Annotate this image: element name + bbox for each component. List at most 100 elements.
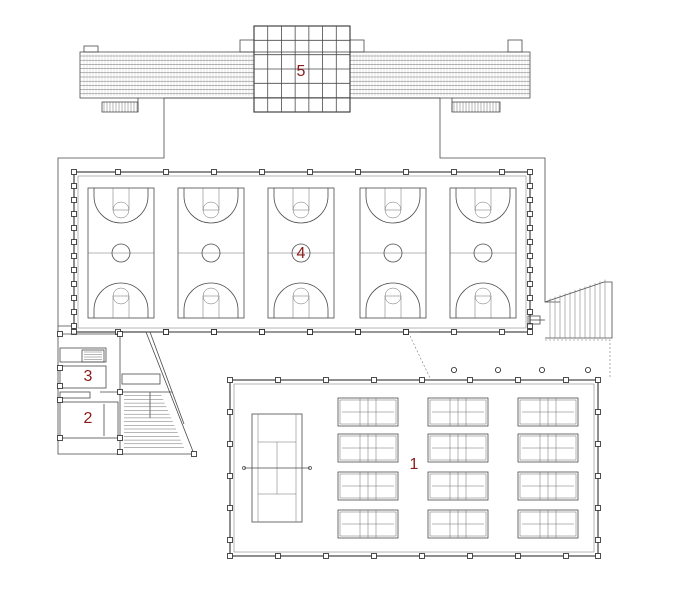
structural-column: [71, 197, 77, 203]
structural-column: [371, 553, 377, 559]
structural-column: [259, 169, 265, 175]
structural-column: [71, 295, 77, 301]
free-throw-circle: [384, 201, 402, 219]
free-throw-circle: [474, 201, 492, 219]
structural-column: [227, 377, 233, 383]
structural-column: [227, 553, 233, 559]
structural-column: [563, 377, 569, 383]
structural-column: [595, 505, 601, 511]
structural-column: [403, 329, 409, 335]
center-circle: [383, 243, 403, 263]
zone-label-4: 4: [297, 245, 306, 262]
key-area: [384, 295, 402, 319]
free-throw-circle: [292, 201, 310, 219]
three-point-arc: [365, 282, 421, 318]
free-throw-circle: [292, 287, 310, 305]
zone-label-2: 2: [84, 410, 93, 427]
structural-column: [307, 329, 313, 335]
ramp-steps: [549, 279, 606, 338]
structural-column: [527, 211, 533, 217]
structural-column: [259, 329, 265, 335]
structural-column: [467, 553, 473, 559]
structural-column: [57, 435, 63, 441]
three-point-arc: [93, 188, 149, 224]
structural-column: [163, 329, 169, 335]
structural-column: [275, 553, 281, 559]
free-throw-circle: [202, 201, 220, 219]
structural-column: [515, 553, 521, 559]
structural-column: [419, 553, 425, 559]
multipurpose-columns: [227, 377, 601, 559]
structural-column: [275, 377, 281, 383]
three-point-arc: [273, 282, 329, 318]
key-area: [112, 187, 130, 211]
three-point-arc: [455, 188, 511, 224]
free-throw-circle: [474, 287, 492, 305]
center-circle: [291, 243, 311, 263]
structural-column: [323, 377, 329, 383]
entrance-steps: [84, 351, 184, 448]
structural-column: [57, 397, 63, 403]
free-throw-circle: [112, 287, 130, 305]
structural-column: [527, 267, 533, 273]
structural-column: [355, 329, 361, 335]
structural-column: [211, 169, 217, 175]
structural-column: [563, 553, 569, 559]
structural-column: [71, 253, 77, 259]
structural-column: [71, 183, 77, 189]
key-area: [202, 187, 220, 211]
free-throw-circle: [384, 287, 402, 305]
structural-column: [371, 377, 377, 383]
key-area: [474, 187, 492, 211]
structural-column: [499, 169, 505, 175]
center-circle: [201, 243, 221, 263]
structural-column: [527, 169, 533, 175]
key-area: [292, 295, 310, 319]
structural-column: [71, 309, 77, 315]
structural-column: [527, 323, 533, 329]
canopy-post: [539, 366, 546, 373]
structural-column: [71, 239, 77, 245]
three-point-arc: [93, 282, 149, 318]
canopy-post: [450, 366, 457, 373]
structural-column: [71, 329, 77, 335]
structural-column: [57, 365, 63, 371]
free-throw-circle: [202, 287, 220, 305]
structural-column: [595, 473, 601, 479]
structural-column: [527, 281, 533, 287]
structural-column: [227, 505, 233, 511]
center-circle: [473, 243, 493, 263]
structural-column: [595, 377, 601, 383]
structural-column: [117, 435, 123, 441]
zone-label-3: 3: [84, 368, 93, 385]
badminton-courts: [337, 397, 579, 539]
structural-column: [595, 553, 601, 559]
service-columns: [57, 329, 409, 457]
structural-column: [211, 329, 217, 335]
free-throw-circle: [112, 201, 130, 219]
structural-column: [527, 295, 533, 301]
structural-column: [227, 473, 233, 479]
structural-column: [191, 451, 197, 457]
structural-column: [71, 323, 77, 329]
structural-column: [71, 169, 77, 175]
zone-labels: 5 4 3 2 1: [84, 63, 419, 473]
service-block: [57, 326, 420, 457]
structural-column: [467, 377, 473, 383]
ramp: [527, 279, 613, 339]
zone-label-1: 1: [410, 456, 419, 473]
structural-column: [117, 449, 123, 455]
three-point-arc: [365, 188, 421, 224]
structural-column: [227, 409, 233, 415]
key-area: [384, 187, 402, 211]
zone-label-5: 5: [297, 63, 306, 80]
canopy-post: [585, 366, 592, 373]
structural-column: [527, 183, 533, 189]
center-circle: [111, 243, 131, 263]
structural-column: [227, 441, 233, 447]
canopy-post: [494, 366, 501, 373]
structural-column: [307, 169, 313, 175]
canopy-columns: [450, 366, 592, 373]
structural-column: [117, 331, 123, 337]
key-area: [112, 295, 130, 319]
